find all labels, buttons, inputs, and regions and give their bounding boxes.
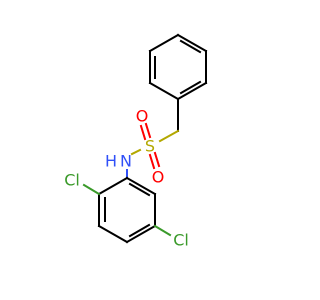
- bond-phenyl-1: [148, 33, 180, 53]
- atom-label-cl1: Cl: [64, 171, 80, 190]
- phenyl-ring: [148, 33, 208, 101]
- bond-s-o1-b: [144, 122, 152, 139]
- bond-dcp-inner-2: [128, 223, 151, 238]
- bond-phenyl-inner-3: [179, 39, 202, 54]
- bond-dcp-inner-3: [128, 182, 151, 197]
- bond-s-o1-a: [139, 124, 147, 141]
- bond-phenyl-3: [148, 81, 180, 101]
- bond-dcp-1: [97, 176, 129, 196]
- bond-phenyl-6: [176, 33, 208, 53]
- dichlorophenyl-ring: [97, 176, 157, 244]
- bond-dcp-6: [125, 176, 157, 196]
- atom-label-cl2: Cl: [173, 231, 189, 250]
- atom-label-s: S: [145, 137, 155, 156]
- bond-dcp-4: [125, 224, 157, 244]
- bond-s-o2-a: [148, 153, 156, 170]
- bond-dcp-3: [97, 224, 129, 244]
- bond-s-o2-b: [153, 151, 161, 168]
- bond-phenyl-inner-2: [179, 80, 202, 95]
- bond-ch2-s: [158, 129, 180, 143]
- bond-phenyl-4: [176, 81, 208, 101]
- bond-s-n: [130, 148, 142, 156]
- atom-label-n: N: [120, 152, 132, 171]
- atom-label-h: H: [105, 152, 117, 171]
- atom-label-o1: O: [136, 107, 149, 126]
- atom-label-o2: O: [152, 168, 165, 187]
- chemical-structure-diagram: O S O H N Cl Cl: [64, 33, 208, 250]
- bond-c-cl1: [82, 183, 101, 196]
- bond-c-cl2: [153, 224, 172, 237]
